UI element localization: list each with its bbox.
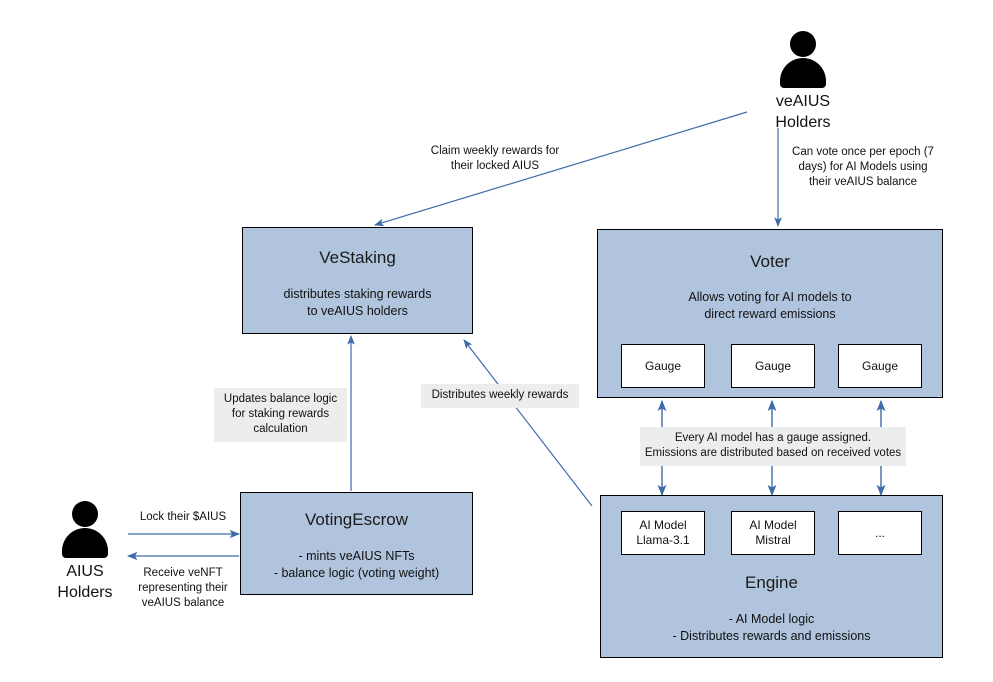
edge-label-gauge-assignment: Every AI model has a gauge assigned. Emi… (640, 427, 906, 466)
edge-label-updates-balance: Updates balance logic for staking reward… (214, 388, 347, 442)
node-title-vestaking: VeStaking (319, 248, 396, 267)
ai-model-box-3[interactable]: ... (838, 511, 922, 555)
actor-label-veaius-holders: veAIUS Holders (775, 93, 831, 131)
node-desc-voter: Allows voting for AI models to direct re… (688, 290, 852, 321)
node-vestaking[interactable]: VeStaking distributes staking rewards to… (242, 227, 473, 334)
actor-aius-holders: AIUS Holders (30, 501, 140, 603)
edge-distributes-weekly (463, 339, 593, 507)
edge-label-lock-aius: Lock their $AIUS (139, 511, 227, 523)
person-icon (59, 501, 111, 558)
gauge-box-1[interactable]: Gauge (621, 344, 705, 388)
edge-label-receive-venft: Receive veNFT representing their veAIUS … (138, 567, 228, 609)
node-title-voter: Voter (750, 252, 790, 271)
node-desc-vestaking: distributes staking rewards to veAIUS ho… (283, 287, 432, 318)
node-desc-engine: - AI Model logic - Distributes rewards a… (672, 612, 871, 643)
node-title-votingescrow: VotingEscrow (305, 510, 408, 529)
edge-label-distributes-weekly: Distributes weekly rewards (421, 384, 579, 408)
gauge-box-2[interactable]: Gauge (731, 344, 815, 388)
actor-veaius-holders: veAIUS Holders (748, 31, 858, 133)
node-title-engine: Engine (745, 573, 798, 592)
ai-model-box-1[interactable]: AI Model Llama-3.1 (621, 511, 705, 555)
actor-label-aius-holders: AIUS Holders (57, 563, 113, 601)
gauge-box-3[interactable]: Gauge (838, 344, 922, 388)
edge-label-claim-rewards: Claim weekly rewards for their locked AI… (430, 145, 560, 172)
person-icon (777, 31, 829, 88)
node-desc-votingescrow: - mints veAIUS NFTs - balance logic (vot… (273, 549, 440, 580)
ai-model-box-2[interactable]: AI Model Mistral (731, 511, 815, 555)
edge-label-can-vote: Can vote once per epoch (7 days) for AI … (792, 146, 934, 188)
node-votingescrow[interactable]: VotingEscrow - mints veAIUS NFTs - balan… (240, 492, 473, 595)
